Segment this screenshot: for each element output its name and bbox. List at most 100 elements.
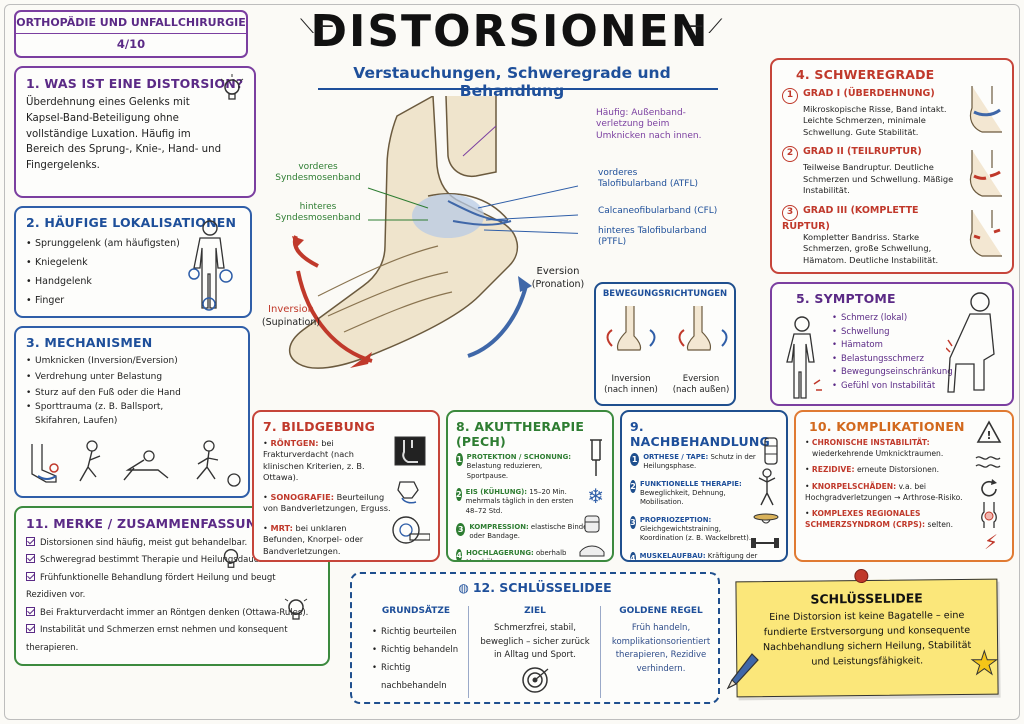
sport-injury-icons xyxy=(31,440,241,487)
imaging-item: • SONOGRAFIE: Beurteilung von Bandverlet… xyxy=(263,491,391,514)
list-item: Sprunggelenk (am häufigsten) xyxy=(26,234,240,253)
checkbox-checked-icon xyxy=(26,624,35,634)
list-item: Gefühl von Instabilität xyxy=(832,380,953,394)
lightbulb-icon xyxy=(284,598,308,620)
cartilage-damage-icon xyxy=(981,502,997,528)
pencil-icon xyxy=(726,653,759,690)
section-complications: 10. KOMPLIKATIONEN • CHRONISCHE INSTABIL… xyxy=(794,410,1014,562)
section-grades-title: 4. SCHWEREGRADE xyxy=(796,67,935,82)
section-complications-title: 10. KOMPLIKATIONEN xyxy=(809,419,965,434)
ligament-grade-2-icon xyxy=(969,150,1002,197)
list-item: Handgelenk xyxy=(26,272,240,291)
section-localizations-title: 2. HÄUFIGE LOKALISATIONEN xyxy=(26,215,237,230)
list-item: Hämatom xyxy=(832,339,953,353)
section-aftercare-title: 9. NACHBEHANDLUNG xyxy=(630,419,771,449)
list-item: Belastungsschmerz xyxy=(832,353,953,367)
page-title: DISTORSIONEN xyxy=(310,6,710,57)
list-item: Richtig behandeln xyxy=(372,642,466,660)
recurrence-icon xyxy=(981,479,997,497)
label-vorderes-syndesmosenband: vorderes Syndesmosenband xyxy=(275,162,361,184)
title-rays-left: ⟍ ─ xyxy=(300,14,333,38)
imaging-item: • RÖNTGEN: bei Frakturverdacht (nach kli… xyxy=(263,438,365,483)
complication-item: • KOMPLEXES REGIONALES SCHMERZSYNDROM (C… xyxy=(805,509,954,529)
summary-item: Schweregrad bestimmt Therapie und Heilun… xyxy=(26,552,318,569)
summary-item: Instabilität und Schmerzen ernst nehmen … xyxy=(26,624,288,653)
summary-item: Bei Frakturverdacht immer an Röntgen den… xyxy=(26,605,318,622)
movement-title: BEWEGUNGSRICHTUNGEN xyxy=(602,289,728,299)
section-movement-directions: BEWEGUNGSRICHTUNGEN Inversion(nach innen… xyxy=(594,282,736,406)
section-mechanisms-title: 3. MECHANISMEN xyxy=(26,335,153,350)
section-symptoms: 5. SYMPTOME Schmerz (lokal) Schwellung H… xyxy=(770,282,1014,406)
label-inversion: Inversion (Supination) xyxy=(261,304,321,328)
checkbox-checked-icon xyxy=(26,571,35,581)
ankle-foot-illustration xyxy=(289,96,578,369)
label-ptfl: hinteres Talofibularband (PTFL) xyxy=(598,226,707,248)
svg-text:!: ! xyxy=(986,429,991,442)
column-divider xyxy=(600,606,601,698)
symptoms-list: Schmerz (lokal) Schwellung Hämatom Belas… xyxy=(832,312,953,394)
list-item: Schwellung xyxy=(832,326,953,340)
key-col-3: GOLDENE REGEL Früh handeln, komplikation… xyxy=(611,606,711,674)
lightning-icon: ⚡ xyxy=(983,530,998,554)
target-icon xyxy=(522,667,549,693)
section-definition-title: 1. WAS IST EINE DISTORSION? xyxy=(26,76,244,91)
list-item: Richtig nachbehandeln xyxy=(372,660,466,696)
course-label: ORTHOPÄDIE UND UNFALLCHIRURGIE 4/10 xyxy=(14,10,248,58)
complication-item: • KNORPELSCHÄDEN: v.a. bei Hochgradverle… xyxy=(805,481,963,502)
exercise-figure-icon xyxy=(758,468,776,506)
section-summary-title: 11. MERKE / ZUSAMMENFASSUNG xyxy=(26,516,267,531)
list-item: Sturz auf den Fuß oder die Hand xyxy=(26,386,238,402)
label-hinteres-syndesmosenband: hinteres Syndesmosenband xyxy=(275,202,361,224)
list-item: Bewegungseinschränkung xyxy=(832,366,953,380)
movement-inversion: Inversion(nach innen) xyxy=(604,374,658,395)
star-icon: ★ xyxy=(970,644,1000,683)
page-number: 4/10 xyxy=(116,37,146,51)
checkbox-checked-icon xyxy=(26,537,35,546)
list-item: Richtig beurteilen xyxy=(372,624,466,642)
foot-eversion-icon xyxy=(678,306,728,351)
dumbbell-icon xyxy=(751,538,779,548)
crutch-icon xyxy=(590,439,602,476)
foot-inversion-icon xyxy=(606,306,656,351)
key-col-1: GRUNDSÄTZE Richtig beurteilen Richtig be… xyxy=(366,606,466,695)
movement-eversion: Eversion(nach außen) xyxy=(672,374,730,395)
course-title: ORTHOPÄDIE UND UNFALLCHIRURGIE xyxy=(16,12,246,34)
key-col-2: ZIEL Schmerzfrei, stabil, beweglich – si… xyxy=(476,606,594,699)
pushpin-icon xyxy=(854,568,869,584)
section-definition-text: Überdehnung eines Gelenks mit Kapsel-Ban… xyxy=(26,97,222,172)
page-subtitle: Verstauchungen, Schweregrade und Behandl… xyxy=(353,64,671,100)
list-item: Finger xyxy=(26,291,240,310)
lightbulb-icon xyxy=(223,548,239,568)
summary-item: Distorsionen sind häufig, meist gut beha… xyxy=(26,535,318,552)
section-imaging-title: 7. BILDGEBUNG xyxy=(263,419,376,434)
person-pain-icon xyxy=(786,316,822,399)
page-frame xyxy=(4,4,1020,720)
mri-icon xyxy=(392,516,430,544)
section-definition: 1. WAS IST EINE DISTORSION? Überdehnung … xyxy=(14,66,256,198)
ultrasound-icon xyxy=(397,481,419,504)
label-atfl: vorderes Talofibularband (ATFL) xyxy=(598,168,699,190)
xray-icon xyxy=(394,436,426,466)
title-rays-right: ─ ⟋ xyxy=(690,14,723,38)
checkbox-checked-icon xyxy=(26,606,35,616)
label-haeufig: Häufig: Außenband-verletzung beim Umknic… xyxy=(596,108,702,141)
list-item: Schmerz (lokal) xyxy=(832,312,953,326)
body-figure-icon xyxy=(188,220,233,311)
checkbox-checked-icon xyxy=(26,554,35,564)
summary-item: Frühfunktionelle Behandlung fördert Heil… xyxy=(26,571,276,601)
list-item: Kniegelenk xyxy=(26,253,240,272)
label-eversion: Eversion (Pronation) xyxy=(531,266,585,290)
column-divider xyxy=(468,606,469,698)
ligament-grade-1-icon xyxy=(969,86,1002,133)
imaging-item: • MRT: bei unklaren Befunden, Knorpel- o… xyxy=(263,522,364,556)
list-item: Verdrehung unter Belastung xyxy=(26,370,238,386)
section-localizations: 2. HÄUFIGE LOKALISATIONEN Sprunggelenk (… xyxy=(14,206,252,318)
